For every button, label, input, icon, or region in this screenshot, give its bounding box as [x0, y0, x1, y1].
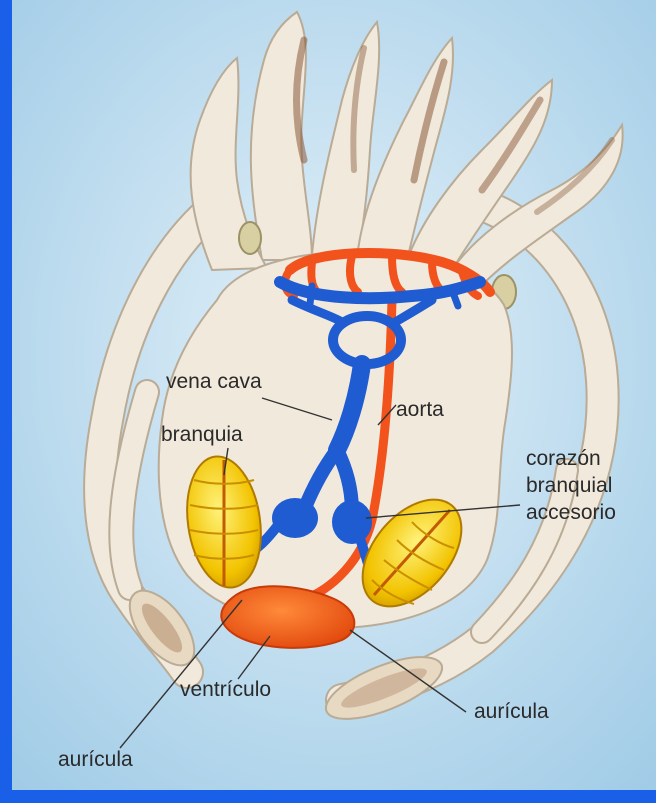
label-aorta: aorta — [396, 398, 444, 421]
left-eye — [239, 222, 261, 254]
squid-circulation-diagram: vena cava aorta branquia corazón branqui… — [12, 0, 656, 790]
label-auricula-left: aurícula — [58, 748, 133, 771]
label-branquia: branquia — [161, 423, 243, 446]
label-branquial: branquial — [526, 474, 612, 497]
label-ventriculo: ventrículo — [180, 678, 271, 701]
branchial-heart-right — [332, 500, 372, 544]
label-corazon: corazón — [526, 447, 601, 470]
diagram-canvas: vena cava aorta branquia corazón branqui… — [12, 0, 656, 790]
label-accesorio: accesorio — [526, 501, 616, 524]
branchial-heart-left — [272, 498, 318, 538]
label-auricula-right: aurícula — [474, 700, 549, 723]
label-vena-cava: vena cava — [166, 370, 262, 393]
